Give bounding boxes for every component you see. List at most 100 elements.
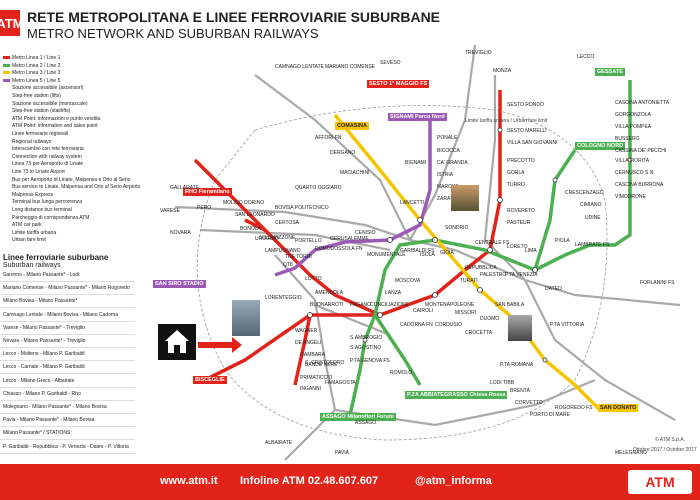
station-label[interactable]: BRENTA [510,388,530,394]
station-label[interactable]: PAVIA [335,450,349,456]
station-label[interactable]: LECCO [577,54,595,60]
station-label[interactable]: TURATI [460,278,478,284]
station-label[interactable]: P.TA VENEZIA [505,272,538,278]
station-label[interactable]: MACIACHINI [340,170,370,176]
station-label[interactable]: CAMNAGO LENTATE [275,64,324,70]
station-label[interactable]: CROCETTA [465,330,493,336]
station-label[interactable]: PRIMATICCIO [300,375,333,381]
station-label[interactable]: CIMIANO [580,202,602,208]
station-label[interactable]: PERO [197,205,212,211]
station-label[interactable]: TREVIGLIO [465,50,492,56]
station-label[interactable]: PAGANO [350,302,372,308]
station-label[interactable]: CADORNA FN [400,322,433,328]
station-label[interactable]: BANDE NERE [305,362,338,368]
station-label[interactable]: LIMA [525,248,537,254]
station-label[interactable]: PORTELLO [295,238,322,244]
station-label[interactable]: S.AGOSTINO [350,345,382,351]
station-label[interactable]: TURRO [507,182,525,188]
station-label[interactable]: MARIANO COMENSE [325,64,376,70]
station-label[interactable]: SESTO MARELLI [507,128,547,134]
station-label[interactable]: MONTENAPOLEONE [425,302,475,308]
station-label[interactable]: GIOIA [440,250,454,256]
station-label[interactable]: VILLA FIORITA [615,158,650,164]
station-label[interactable]: CASCINA BURRONA [615,182,664,188]
station-label[interactable]: ISTRIA [437,172,454,178]
station-label[interactable]: DUOMO [480,316,500,322]
station-label[interactable]: LOTTO [305,276,322,282]
station-label[interactable]: DOMODOSSOLA FN [315,246,363,252]
terminal-cologno-nord[interactable]: COLOGNO NORD [575,142,626,150]
station-label[interactable]: SAN LEONARDO [235,212,275,218]
station-label[interactable]: PORTO DI MARE [530,412,570,418]
station-label[interactable]: VILLA SAN GIOVANNI [507,140,558,146]
terminal-rho[interactable]: RHO Fieramilano [183,188,232,196]
station-label[interactable]: LANCETTI [400,200,425,206]
station-label[interactable]: MOSCOVA [395,278,421,284]
station-label[interactable]: ZARA [437,196,451,202]
station-label[interactable]: CENTRALE FS [475,240,510,246]
station-label[interactable]: CORVETTO [515,400,543,406]
station-label[interactable]: FAMAGOSTA [325,380,356,386]
station-label[interactable]: LORENTEGGIO [265,295,302,301]
station-label[interactable]: SEVESO [380,60,401,66]
station-label[interactable]: SONDRIO [445,225,469,231]
station-label[interactable]: GARIBALDI FS [400,248,435,254]
station-label[interactable]: MONZA [493,68,512,74]
station-label[interactable]: BICOCCA [437,148,460,154]
station-label[interactable]: SESTO RONDÒ [507,102,544,108]
station-label[interactable]: S. CRISTOFORO [305,360,345,366]
station-label[interactable]: QT8 [283,262,293,268]
station-label[interactable]: P.TA GENOVA FS [350,358,390,364]
terminal-comasina[interactable]: COMASINA [335,122,369,130]
station-label[interactable]: BONOLA [240,226,261,232]
station-label[interactable]: GERUSALEMME [330,236,369,242]
station-label[interactable]: GORGONZOLA [615,112,651,118]
station-label[interactable]: VARESE [160,208,180,214]
station-label[interactable]: URUGUAY [255,236,280,242]
station-label[interactable]: PASTEUR [507,220,531,226]
station-label[interactable]: CRESCENZAGO [565,190,604,196]
station-label[interactable]: BIGNAMI [405,160,427,166]
station-label[interactable]: LAMPUGNANO [265,248,301,254]
station-label[interactable]: BOVISA POLITECNICO [275,205,329,211]
station-label[interactable]: CENISIO [355,230,376,236]
terminal-abbiategrasso[interactable]: P.ZA ABBIATEGRASSO Chiesa Rossa [405,391,508,399]
station-label[interactable]: PRECOTTO [507,158,535,164]
station-label[interactable]: ROMOLO [390,370,413,376]
station-label[interactable]: ROGOREDO FS [555,405,593,411]
footer-website[interactable]: www.atm.it [160,475,218,487]
station-label[interactable]: AMENDOLA [315,290,344,296]
station-label[interactable]: TRE TORRI [285,254,312,260]
station-label[interactable]: LAMBRATE FS [575,242,610,248]
station-label[interactable]: PIOLA [555,238,570,244]
station-label[interactable]: VILLA POMPEA [615,124,652,130]
station-label[interactable]: S.AMBROGIO [350,335,383,341]
terminal-gessate[interactable]: GESSATE [595,68,625,76]
station-label[interactable]: AFFORI FN [315,135,342,141]
station-label[interactable]: MARCHE [437,184,459,190]
station-label[interactable]: CERTOSA [275,220,299,226]
station-label[interactable]: GORLA [507,170,525,176]
station-label[interactable]: MELEGNANO [615,450,647,456]
terminal-assago[interactable]: ASSAGO Milanofiori Forum [320,413,396,421]
footer-infoline[interactable]: Infoline ATM 02.48.607.607 [240,475,379,487]
station-label[interactable]: ALBAIRATE [265,440,293,446]
station-label[interactable]: INGANNI [300,386,321,392]
station-label[interactable]: PALESTRO [480,272,507,278]
station-label[interactable]: FORLANINI FS [640,280,675,286]
station-label[interactable]: ROVERETO [507,208,535,214]
station-label[interactable]: CORDUSIO [435,322,462,328]
station-label[interactable]: DE ANGELI [295,340,322,346]
station-label[interactable]: LORETO [507,244,528,250]
terminal-san-siro[interactable]: SAN SIRO STADIO [153,280,206,288]
terminal-sesto[interactable]: SESTO 1° MAGGIO FS [367,80,430,88]
station-label[interactable]: NOVARA [170,230,191,236]
station-label[interactable]: CASCINA ANTONIETTA [615,100,670,106]
terminal-bignami[interactable]: SIGNAMI Parco Nord [388,113,447,121]
station-label[interactable]: DATEO [545,286,562,292]
station-label[interactable]: MONUMENTALE [367,252,406,258]
metro-map[interactable]: SESTO 1° MAGGIO FS GESSATE COLOGNO NORD … [135,40,700,464]
station-label[interactable]: DERGANO [330,150,356,156]
station-label[interactable]: LODI TIBB [490,380,515,386]
station-label[interactable]: P.TA ROMANA [500,362,534,368]
